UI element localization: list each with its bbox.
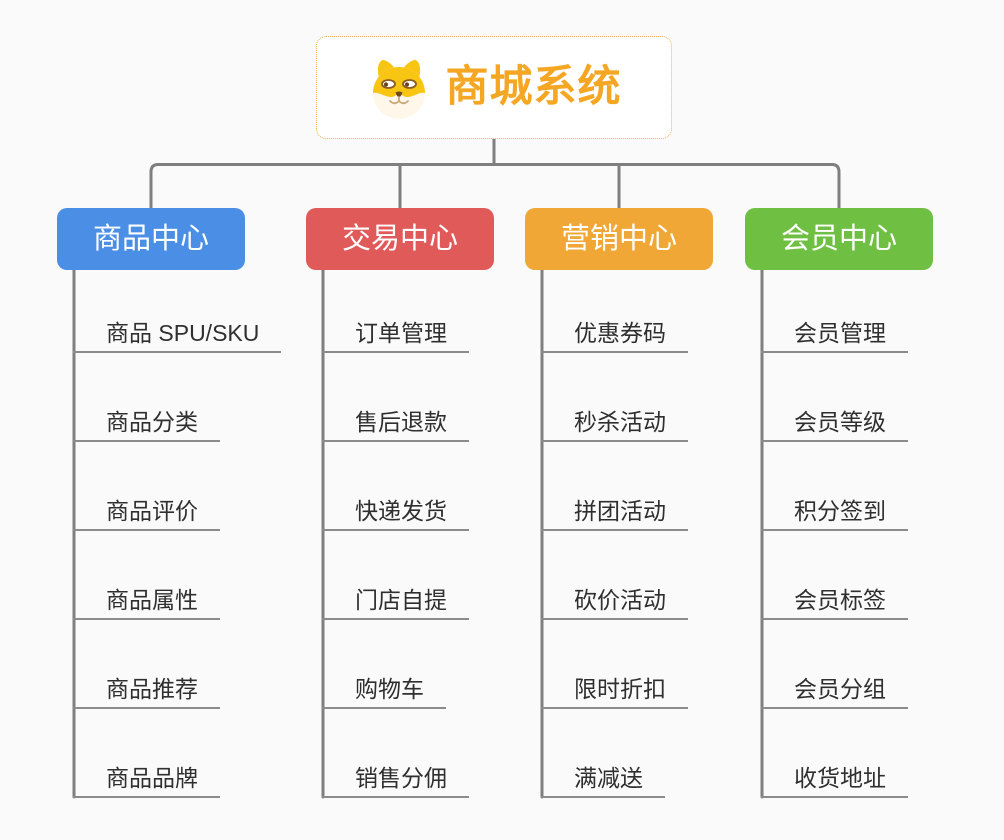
branch-label: 交易中心 (341, 222, 458, 255)
leaf-item[interactable]: 订单管理 (322, 313, 469, 353)
leaf-item[interactable]: 商品 SPU/SKU (73, 313, 282, 353)
leaf-item[interactable]: 会员标签 (761, 580, 908, 620)
leaf-item[interactable]: 砍价活动 (541, 580, 688, 620)
branch-label: 商品中心 (92, 222, 209, 255)
leaf-item[interactable]: 商品评价 (73, 491, 220, 531)
branch-label: 会员中心 (780, 222, 897, 255)
leaf-item[interactable]: 快递发货 (322, 491, 469, 531)
leaf-item[interactable]: 销售分佣 (322, 758, 469, 798)
leaf-item[interactable]: 拼团活动 (541, 491, 688, 531)
leaf-item[interactable]: 商品品牌 (73, 758, 220, 798)
leaf-item[interactable]: 售后退款 (322, 402, 469, 442)
leaf-item[interactable]: 门店自提 (322, 580, 469, 620)
branch-bus-line (149, 163, 841, 210)
leaf-item[interactable]: 优惠券码 (541, 313, 688, 353)
doge-face-icon (372, 59, 425, 119)
branch-label: 营销中心 (560, 222, 677, 255)
branch-node-marketing[interactable]: 营销中心 (525, 208, 713, 270)
leaf-item[interactable]: 积分签到 (761, 491, 908, 531)
root-title: 商城系统 (445, 63, 622, 111)
leaf-item[interactable]: 会员分组 (761, 669, 908, 709)
leaf-item[interactable]: 商品属性 (73, 580, 220, 620)
branch-node-member[interactable]: 会员中心 (745, 208, 933, 270)
leaf-item[interactable]: 满减送 (541, 758, 665, 798)
branch-node-trade[interactable]: 交易中心 (306, 208, 494, 270)
leaf-item[interactable]: 商品分类 (73, 402, 220, 442)
leaf-item[interactable]: 收货地址 (761, 758, 908, 798)
root-node[interactable]: 商城系统 (316, 36, 672, 139)
leaf-item[interactable]: 商品推荐 (73, 669, 220, 709)
leaf-item[interactable]: 秒杀活动 (541, 402, 688, 442)
leaf-item[interactable]: 限时折扣 (541, 669, 688, 709)
leaf-item[interactable]: 会员管理 (761, 313, 908, 353)
leaf-item[interactable]: 会员等级 (761, 402, 908, 442)
leaf-item[interactable]: 购物车 (322, 669, 446, 709)
branch-node-product[interactable]: 商品中心 (57, 208, 245, 270)
